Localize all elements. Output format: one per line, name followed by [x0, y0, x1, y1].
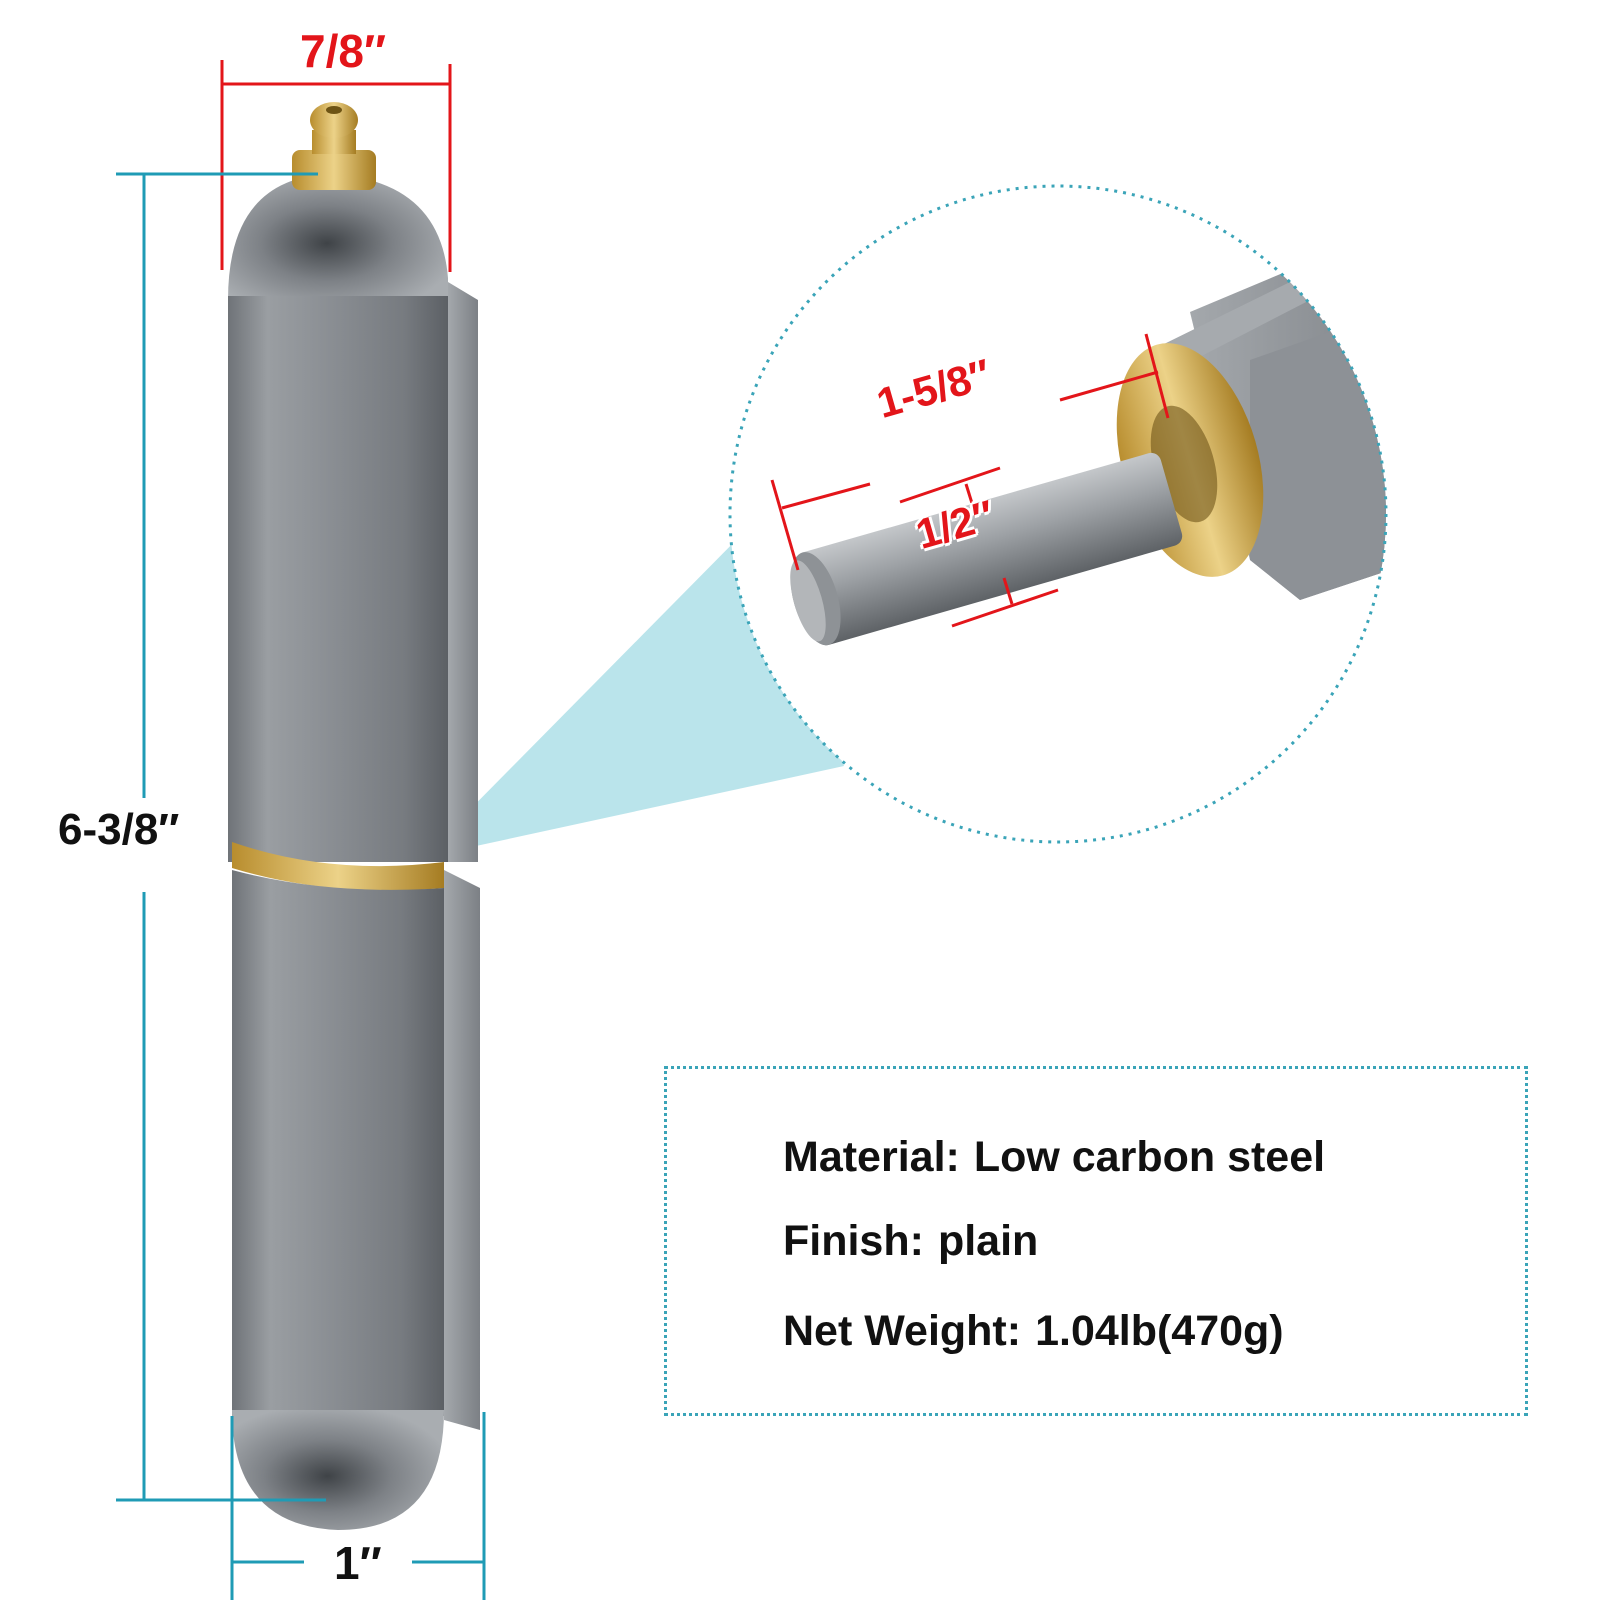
hinge-body — [228, 102, 480, 1530]
dimension-bottom-width — [230, 1412, 486, 1600]
spec-weight: Net Weight: 1.04lb(470g) — [783, 1307, 1284, 1356]
lower-barrel-side — [444, 870, 480, 1430]
dimension-pin — [770, 333, 1170, 628]
specs-box: Material: Low carbon steel Finish: plain N… — [664, 1066, 1528, 1416]
zoom-pin — [795, 452, 1183, 646]
top-dome — [228, 174, 448, 300]
bottom-dome — [232, 1410, 444, 1530]
spec-finish-label: Finish: — [783, 1217, 924, 1265]
dimension-top-width — [220, 60, 452, 272]
dimension-label-height: 6-3/8″ — [58, 805, 180, 854]
upper-barrel-side — [448, 282, 478, 862]
spec-weight-value: 1.04lb(470g) — [1035, 1307, 1284, 1355]
zoom-detail — [790, 270, 1386, 646]
dimension-label-top-width: 7/8″ — [300, 25, 386, 77]
spec-finish: Finish: plain — [783, 1217, 1038, 1266]
upper-barrel — [228, 296, 448, 862]
spec-weight-label: Net Weight: — [783, 1307, 1022, 1355]
zoom-beam — [434, 528, 844, 846]
grease-fitting-base — [292, 150, 376, 190]
grease-fitting-tip — [310, 102, 358, 138]
spec-material-value: Low carbon steel — [973, 1133, 1326, 1181]
spec-material-label: Material: — [783, 1133, 960, 1181]
joint-washer — [232, 842, 444, 891]
spec-finish-value: plain — [937, 1217, 1039, 1265]
lower-barrel — [232, 870, 444, 1416]
dimension-label-bottom-width: 1″ — [334, 1537, 382, 1589]
zoom-circle-border — [728, 184, 1388, 844]
dimension-height — [116, 172, 326, 1502]
spec-material: Material: Low carbon steel — [783, 1133, 1325, 1182]
